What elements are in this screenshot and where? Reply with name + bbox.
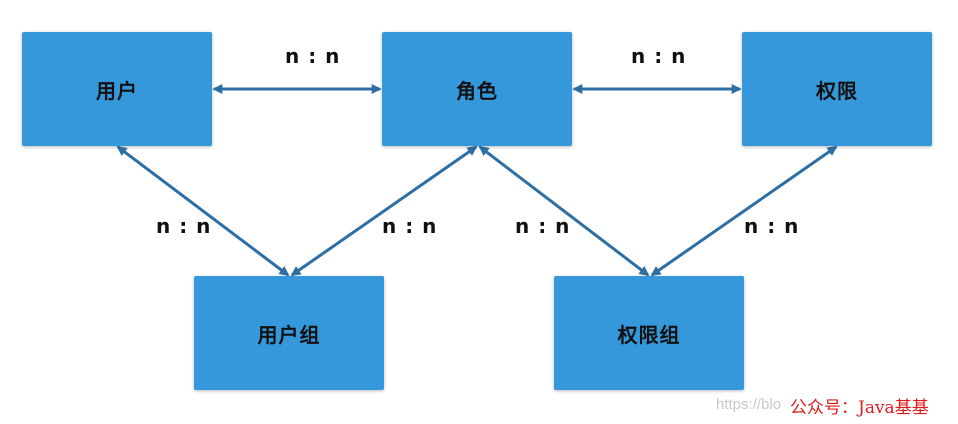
relation-label-role-usergroup: n : n — [382, 214, 438, 238]
relation-label-role-permissiongroup: n : n — [515, 214, 571, 238]
node-permission-label: 权限 — [816, 78, 858, 103]
node-user-group-label: 用户组 — [257, 322, 321, 347]
watermark-brand: 公众号：Java基基 — [788, 393, 929, 418]
relation-label-user-usergroup: n : n — [156, 214, 212, 238]
edge-role-usergroup — [290, 145, 478, 277]
watermark-url: https://blo — [716, 396, 782, 413]
node-user: 用户 — [22, 32, 212, 146]
edge-role-permissiongroup — [478, 145, 650, 277]
relation-label-role-permission: n : n — [631, 44, 687, 68]
relation-label-permission-permissiongroup: n : n — [744, 214, 800, 238]
node-permission-group-label: 权限组 — [617, 322, 681, 347]
edge-user-usergroup — [116, 145, 290, 277]
node-user-label: 用户 — [96, 78, 138, 103]
edge-permission-permissiongroup — [650, 145, 838, 277]
relation-label-user-role: n : n — [285, 44, 341, 68]
node-user-group: 用户组 — [194, 276, 384, 390]
node-role-label: 角色 — [456, 78, 498, 103]
node-permission-group: 权限组 — [554, 276, 744, 390]
node-role: 角色 — [382, 32, 572, 146]
node-permission: 权限 — [742, 32, 932, 146]
